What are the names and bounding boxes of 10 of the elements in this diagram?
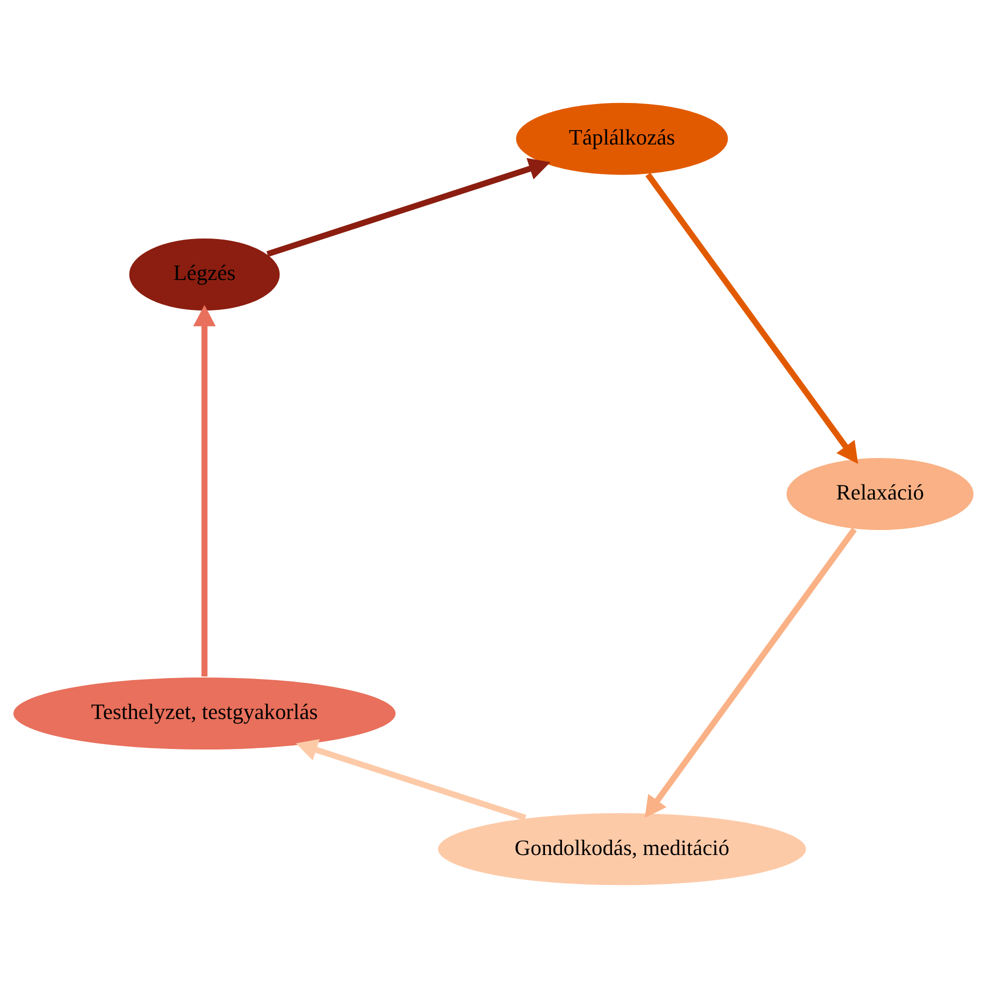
node-ellipse: Testhelyzet, testgyakorlás xyxy=(12,676,396,750)
node-ellipse: Légzés xyxy=(128,237,280,311)
arrow xyxy=(295,738,526,820)
node-ellipse: Táplálkozás xyxy=(514,101,728,176)
node-ellipse: Gondolkodás, meditáció xyxy=(436,812,806,886)
arrow xyxy=(192,304,216,676)
arrow xyxy=(644,172,858,464)
node-ellipse: Relaxáció xyxy=(785,456,974,531)
arrow xyxy=(644,527,856,818)
arrow xyxy=(266,158,550,256)
